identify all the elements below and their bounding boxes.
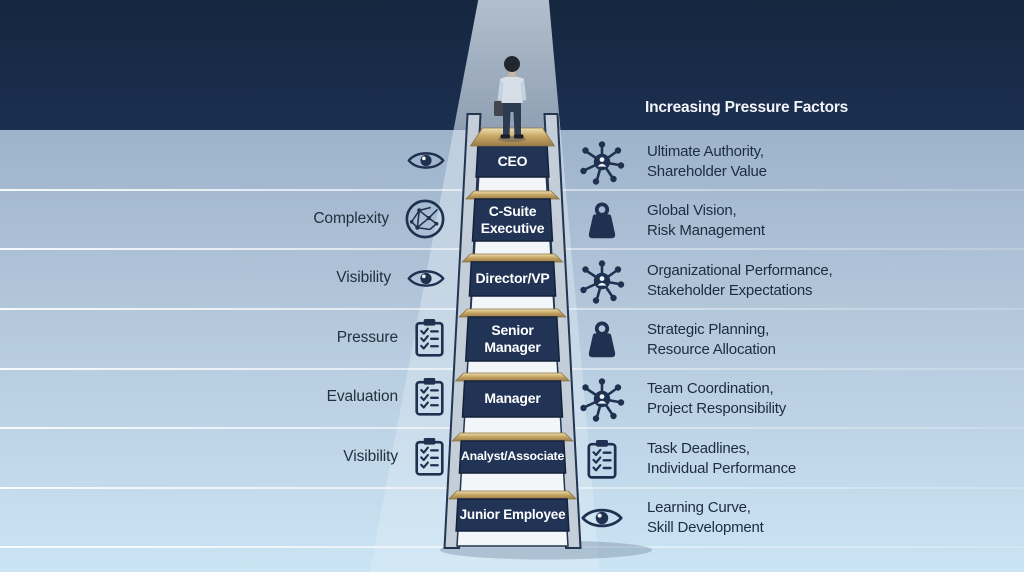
ladder-rung [464, 190, 561, 200]
right-factor-row: Task Deadlines, Individual Performance [577, 435, 1017, 483]
ladder-rung [447, 490, 578, 500]
left-factor-label: Visibility [343, 448, 398, 465]
ladder-rung [454, 372, 571, 382]
ladder-panel-director [468, 261, 557, 297]
left-factor-row: Pressure [200, 316, 446, 360]
left-factor-label: Evaluation [326, 388, 398, 405]
row-divider [0, 546, 1024, 548]
ladder-panel-csuite [471, 198, 554, 242]
clipboard-checklist-icon [413, 318, 446, 358]
network-person-icon [577, 258, 627, 304]
left-factor-row: Visibility [200, 256, 446, 300]
factor-line: Stakeholder Expectations [647, 282, 813, 299]
factor-line: Learning Curve, [647, 499, 751, 516]
network-person-icon [577, 376, 627, 422]
left-factor-row: Visibility [200, 435, 446, 479]
factor-line: Resource Allocation [647, 341, 776, 358]
right-factor-text: Strategic Planning, Resource Allocation [647, 320, 776, 360]
factor-line: Task Deadlines, [647, 440, 750, 457]
ladder-level-label: Manager [484, 390, 541, 407]
factor-line: Global Vision, [647, 202, 737, 219]
ladder-level-label: Analyst/Associate [460, 449, 565, 464]
ladder-level-label: Junior Employee [459, 506, 566, 522]
ladder-level-label: C-Suite Executive [480, 202, 545, 237]
factor-line: Strategic Planning, [647, 321, 770, 338]
left-factor-row: Complexity [200, 197, 446, 241]
right-factor-text: Task Deadlines, Individual Performance [647, 439, 796, 479]
eye-icon [577, 505, 627, 531]
ladder-level-label: Senior Manager [484, 321, 541, 356]
factor-line: Team Coordination, [647, 380, 774, 397]
clipboard-checklist-icon [413, 437, 446, 477]
factor-line: Risk Management [647, 222, 765, 239]
clipboard-checklist-icon [577, 439, 627, 480]
left-factor-row: Evaluation [200, 375, 446, 419]
factor-line: Individual Performance [647, 460, 797, 477]
weight-icon [577, 201, 627, 241]
ladder-top-platform [469, 127, 556, 147]
right-factor-row: Team Coordination, Project Responsibility [577, 375, 1017, 423]
ladder-level-label: CEO [497, 152, 528, 169]
right-factor-row: Organizational Performance, Stakeholder E… [577, 257, 1017, 305]
right-factor-row: Learning Curve, Skill Development [577, 494, 1017, 542]
ladder-panel-manager [461, 380, 564, 418]
left-factor-row [200, 138, 446, 182]
ladder-rung [458, 308, 567, 318]
briefcase [494, 101, 504, 116]
businessman-figure [494, 56, 527, 142]
right-factor-text: Team Coordination, Project Responsibility [647, 379, 786, 419]
factor-line: Organizational Performance, [647, 262, 833, 279]
right-factor-text: Global Vision, Risk Management [647, 201, 765, 241]
ladder-panel-analyst [458, 440, 567, 474]
eye-icon [406, 267, 446, 290]
ladder-rung [451, 432, 574, 442]
right-factor-text: Learning Curve, Skill Development [647, 498, 764, 538]
weight-icon [577, 320, 627, 360]
pressure-factors-heading: Increasing Pressure Factors [645, 99, 849, 116]
factor-line: Ultimate Authority, [647, 143, 764, 160]
left-factor-label: Visibility [336, 269, 391, 286]
right-factor-text: Organizational Performance, Stakeholder E… [647, 261, 833, 301]
network-person-icon [577, 139, 627, 185]
ladder-panel-senior-manager [464, 316, 561, 362]
globe-network-icon [404, 198, 446, 240]
ladder-level-label: Director/VP [475, 270, 550, 287]
ladder-panel-junior [455, 498, 570, 532]
ladder-rung [461, 253, 564, 263]
right-factor-text: Ultimate Authority, Shareholder Value [647, 142, 767, 182]
right-factor-row: Ultimate Authority, Shareholder Value [577, 138, 1017, 186]
right-factor-row: Strategic Planning, Resource Allocation [577, 316, 1017, 364]
clipboard-checklist-icon [413, 377, 446, 417]
left-factor-label: Complexity [313, 210, 389, 227]
right-factor-row: Global Vision, Risk Management [577, 197, 1017, 245]
factor-line: Shareholder Value [647, 163, 767, 180]
left-factor-label: Pressure [336, 329, 398, 346]
factor-line: Project Responsibility [647, 400, 786, 417]
factor-line: Skill Development [647, 519, 764, 536]
eye-icon [406, 149, 446, 172]
